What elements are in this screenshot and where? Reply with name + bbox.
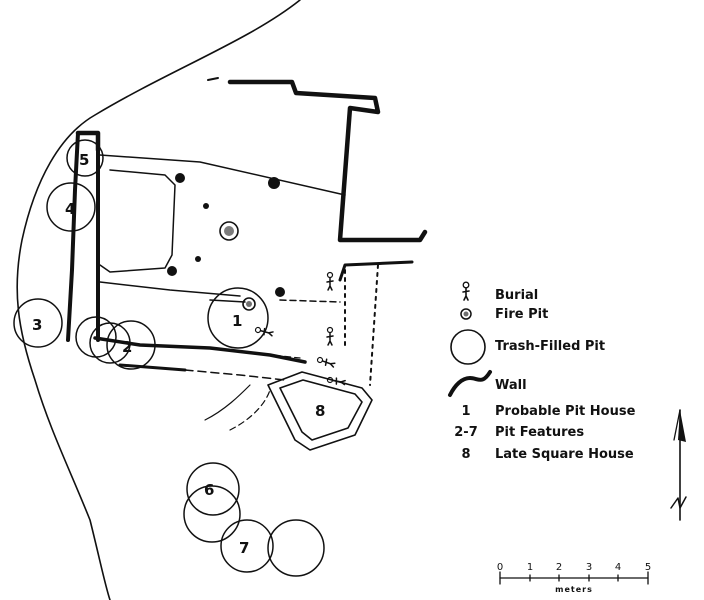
- pit-2c: [106, 320, 156, 370]
- wall-lower: [93, 336, 307, 364]
- legend: Burial Fire Pit Trash-Filled Pit Wall 1 …: [448, 281, 636, 462]
- feature-label-1: 1: [232, 312, 242, 330]
- wall-lower-2: [118, 363, 187, 372]
- scale-tick-2: 2: [556, 562, 562, 573]
- legend-wall-label: Wall: [495, 378, 527, 393]
- post-hole: [203, 203, 209, 209]
- dashed-line-3: [224, 349, 301, 359]
- dotted-line-2: [369, 264, 379, 386]
- burial-icon: [254, 326, 274, 337]
- burial-icon: [316, 356, 336, 368]
- late-square-house: 8: [267, 371, 373, 451]
- dashed-line-2: [184, 369, 286, 381]
- post-holes: [167, 173, 285, 297]
- feature-label-3: 3: [32, 316, 42, 334]
- pit-house: 1: [207, 287, 269, 349]
- burial-icon: [326, 326, 334, 346]
- legend-pit-house-key: 1: [461, 404, 470, 419]
- burial-icon: [326, 271, 334, 291]
- wall-fragment: [207, 77, 219, 81]
- legend-pit-features-key: 2-7: [454, 425, 478, 440]
- north-arrow-icon: [670, 409, 687, 521]
- post-hole: [195, 256, 201, 262]
- pit-7b: [267, 519, 325, 577]
- feature-label-6: 6: [204, 481, 214, 499]
- room-line-mid-2: [209, 299, 246, 303]
- fire-pit-icon: [242, 297, 256, 311]
- legend-burial-icon: [462, 281, 470, 301]
- legend-trash-pit-icon: [450, 329, 486, 365]
- dashed-line-1: [279, 299, 341, 303]
- scale-tick-3: 3: [586, 562, 592, 573]
- scale-unit-label: meters: [555, 585, 593, 594]
- wall-upper-right: [227, 79, 428, 243]
- scale-tick-1: 1: [527, 562, 533, 573]
- legend-trash-pit-label: Trash-Filled Pit: [495, 339, 605, 354]
- site-boundary: [16, 0, 301, 600]
- legend-fire-pit-label: Fire Pit: [495, 307, 548, 322]
- feature-label-7: 7: [239, 539, 249, 557]
- fire-pits: [219, 221, 256, 311]
- pit-3: [13, 298, 63, 348]
- walls: [66, 77, 428, 372]
- feature-label-2: 2: [122, 338, 132, 356]
- curve-line: [204, 384, 251, 421]
- burials: [254, 271, 346, 386]
- fire-pit-icon: [219, 221, 239, 241]
- feature-label-4: 4: [65, 200, 75, 218]
- pit-6a: [186, 462, 240, 516]
- pit-features: 5 4 3 2 6 7: [13, 139, 325, 577]
- wall-middle-right: [338, 260, 414, 282]
- legend-burial-label: Burial: [495, 288, 538, 303]
- wall-left: [75, 130, 101, 153]
- scale-tick-4: 4: [615, 562, 621, 573]
- pit-7a: [220, 519, 274, 573]
- legend-pit-features-label: Pit Features: [495, 425, 584, 440]
- legend-square-house-key: 8: [461, 447, 470, 462]
- pit-4: [46, 182, 96, 232]
- wall-left-outer: [66, 131, 80, 342]
- post-hole: [175, 173, 185, 183]
- legend-wall-icon: [448, 370, 492, 397]
- room-outlines: [99, 154, 379, 431]
- room-line-top: [99, 154, 346, 196]
- post-hole: [167, 266, 177, 276]
- burial-icon: [326, 376, 346, 386]
- feature-label-5: 5: [79, 151, 89, 169]
- legend-pit-house-label: Probable Pit House: [495, 404, 636, 419]
- pit-5: [66, 139, 104, 177]
- scale-bar: 0 1 2 3 4 5 meters: [497, 562, 651, 594]
- legend-fire-pit-icon: [460, 308, 472, 320]
- pit-house-circle: [207, 287, 269, 349]
- room-line-mid: [99, 281, 241, 297]
- scale-tick-0: 0: [497, 562, 503, 573]
- room-line-inner: [99, 169, 176, 273]
- post-hole: [275, 287, 285, 297]
- pit-2b: [89, 322, 131, 364]
- legend-square-house-label: Late Square House: [495, 447, 634, 462]
- dashed-curve: [229, 389, 271, 431]
- feature-label-8: 8: [315, 402, 325, 420]
- scale-tick-5: 5: [645, 562, 651, 573]
- pit-6b: [183, 485, 241, 543]
- post-hole: [268, 177, 280, 189]
